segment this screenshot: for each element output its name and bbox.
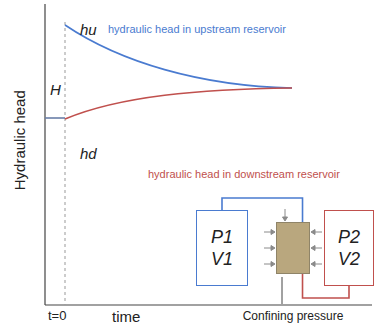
initial-head-symbol: H [50, 82, 61, 99]
downstream-curve-label: hydraulic head in downstream reservoir [148, 168, 340, 180]
downstream-head-symbol: hd [80, 146, 97, 163]
x-axis-title: time [112, 309, 140, 326]
downstream-reservoir-box: P2 V2 [324, 210, 374, 286]
upstream-curve-label: hydraulic head in upstream reservoir [108, 23, 286, 35]
sample-box: Confining pressure [276, 222, 310, 274]
y-axis [44, 4, 45, 305]
upstream-reservoir-box: P1 V1 [196, 210, 248, 286]
downstream-curve [65, 88, 292, 119]
upstream-head-symbol: hu [80, 22, 97, 39]
time-zero-label: t=0 [48, 309, 66, 323]
callout-label: Confining pressure [243, 309, 344, 324]
t0-dashed-line [65, 22, 66, 305]
y-axis-title: Hydraulic head [12, 90, 29, 190]
leader-line [282, 277, 283, 304]
box-label: P1 V1 [207, 226, 237, 271]
initial-head-line [45, 117, 65, 119]
box-label: P2 V2 [334, 226, 364, 271]
x-axis [45, 304, 372, 305]
